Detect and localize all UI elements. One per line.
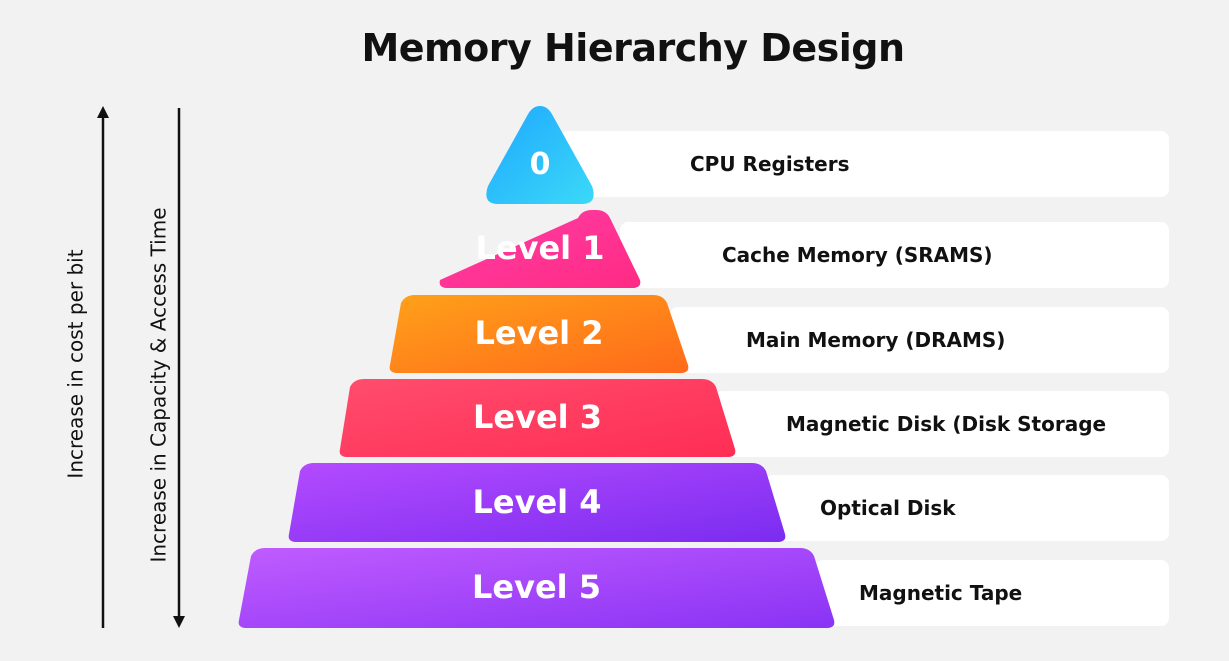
level-tag-3: Level 3: [472, 398, 603, 437]
level-name-1: Cache Memory (SRAMS): [722, 243, 993, 267]
pyramid-layer-4: [288, 463, 786, 542]
pyramid-layer-5: [238, 548, 835, 628]
cost-axis-label: Increase in cost per bit: [63, 249, 88, 479]
pyramid-layer-3: [339, 379, 736, 457]
pyramid-layer-2: [389, 295, 689, 373]
level-tag-1: Level 1: [475, 229, 605, 268]
level-card-1: [620, 222, 1169, 288]
level-tag-5: Level 5: [471, 568, 602, 607]
level-name-4: Optical Disk: [820, 496, 956, 520]
level-name-3: Magnetic Disk (Disk Storage: [786, 412, 1107, 436]
level-name-2: Main Memory (DRAMS): [746, 328, 1006, 352]
level-card-5: [815, 560, 1169, 626]
level-name-5: Magnetic Tape: [859, 581, 1023, 605]
pyramid-layer-0: [486, 106, 594, 204]
level-tag-4: Level 4: [472, 482, 602, 521]
level-tag-2: Level 2: [474, 314, 604, 353]
level-card-0: [560, 131, 1169, 197]
page-title: Memory Hierarchy Design: [361, 26, 905, 70]
level-card-4: [765, 475, 1169, 541]
level-card-2: [670, 307, 1169, 373]
pyramid-layer-1: [439, 210, 641, 288]
level-card-3: [715, 391, 1169, 457]
level-name-0: CPU Registers: [690, 152, 850, 176]
capacity-axis-label: Increase in Capacity & Access Time: [146, 207, 171, 563]
level-tag-0: 0: [529, 147, 551, 183]
